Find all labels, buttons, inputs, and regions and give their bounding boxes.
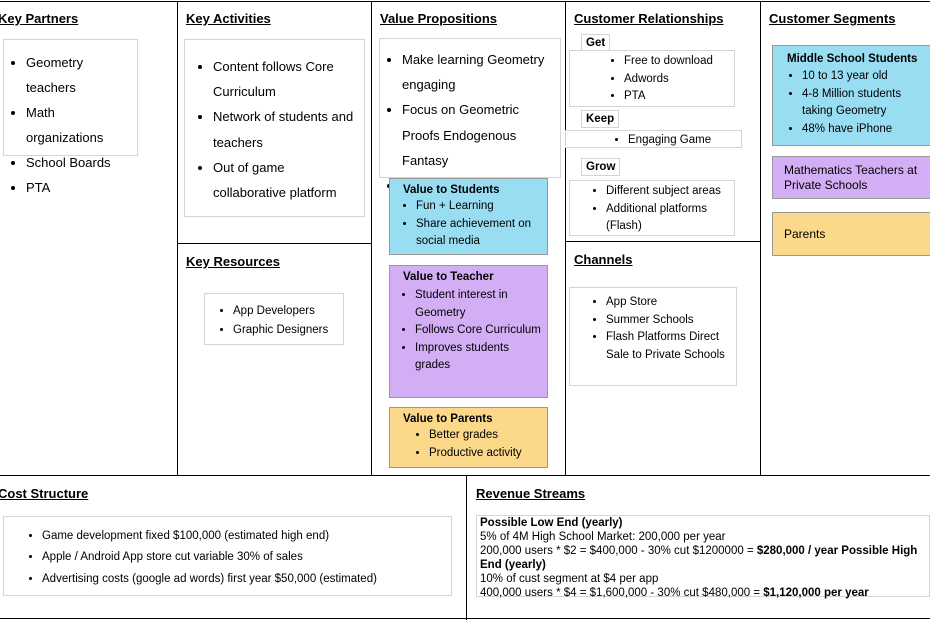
cost-structure-title: Cost Structure — [0, 486, 89, 501]
grid-line-v3 — [565, 1, 566, 476]
list-item: Free to download — [624, 53, 732, 71]
math-teachers-label: Mathematics Teachers at Private Schools — [784, 163, 918, 192]
list-item: Math organizations — [26, 100, 133, 150]
customer-relationships-title: Customer Relationships — [574, 11, 724, 26]
keep-box: Engaging Game — [565, 130, 742, 148]
revenue-streams-box: Possible Low End (yearly) 5% of 4M High … — [476, 515, 930, 600]
high-end-line2: 400,000 users * $4 = $1,600,000 - 30% cu… — [480, 586, 927, 600]
list-item: Graphic Designers — [233, 321, 339, 340]
value-propositions-box: Make learning Geometry engaging Focus on… — [379, 38, 561, 193]
low-end-line1: 5% of 4M High School Market: 200,000 per… — [480, 531, 726, 543]
list-item: Apple / Android App store cut variable 3… — [42, 547, 447, 568]
list-item: App Store — [606, 294, 732, 312]
high-end-title: Possible High End (yearly) — [480, 545, 918, 571]
list-item: PTA — [624, 88, 732, 106]
key-activities-title: Key Activities — [186, 11, 271, 26]
grid-line-bottom-split — [466, 475, 467, 620]
list-item: Adwords — [624, 71, 732, 89]
key-resources-box: App Developers Graphic Designers — [204, 293, 344, 345]
list-item: Game development fixed $100,000 (estimat… — [42, 526, 447, 547]
list-item: Student interest in Geometry — [415, 287, 543, 322]
list-item: Different subject areas — [606, 183, 732, 201]
high-end-calc: 400,000 users * $4 = $1,600,000 - 30% cu… — [480, 587, 764, 599]
low-end-calc: 200,000 users * $2 = $400,000 - 30% cut … — [480, 545, 757, 557]
list-item: Network of students and teachers — [213, 104, 360, 154]
value-propositions-title: Value Propositions — [380, 11, 498, 26]
middle-school-students-title: Middle School Students — [787, 53, 918, 65]
grid-line-bottom — [0, 618, 930, 619]
high-end-result: $1,120,000 per year — [763, 587, 869, 599]
list-item: School Boards — [26, 150, 133, 175]
grid-line-activities-split — [177, 243, 371, 244]
parents-segment-box: Parents — [772, 212, 930, 256]
grow-label: Grow — [581, 158, 621, 176]
value-to-parents-title: Value to Parents — [403, 413, 493, 425]
list-item: Follows Core Curriculum — [415, 322, 543, 340]
high-end-line1: 10% of cust segment at $4 per app — [480, 573, 659, 585]
list-item: Better grades — [429, 427, 543, 445]
list-item: Advertising costs (google ad words) firs… — [42, 569, 447, 590]
low-end-line2: 200,000 users * $2 = $400,000 - 30% cut … — [480, 544, 927, 572]
list-item: Geometry teachers — [26, 50, 133, 100]
keep-label: Keep — [581, 110, 620, 128]
key-partners-title: Key Partners — [0, 11, 79, 26]
list-item: Make learning Geometry engaging — [402, 47, 558, 97]
list-item: Productive activity — [429, 445, 543, 463]
low-end-result: $280,000 / year — [756, 545, 839, 557]
list-item: Additional platforms (Flash) — [606, 201, 732, 236]
value-to-parents-box: Value to Parents Better grades Productiv… — [389, 407, 548, 468]
list-item: 10 to 13 year old — [802, 68, 927, 86]
grid-line-v1 — [177, 1, 178, 476]
list-item: Flash Platforms Direct Sale to Private S… — [606, 329, 732, 364]
key-partners-box: Geometry teachers Math organizations Sch… — [3, 39, 138, 195]
list-item: 4-8 Million students taking Geometry — [802, 86, 927, 121]
grow-box: Different subject areas Additional platf… — [569, 180, 735, 236]
list-item: Engaging Game — [628, 132, 739, 148]
list-item: PTA — [26, 175, 133, 200]
list-item: App Developers — [233, 302, 339, 321]
channels-box: App Store Summer Schools Flash Platforms… — [569, 287, 737, 386]
get-box: Free to download Adwords PTA — [569, 50, 735, 107]
grid-line-v4 — [760, 1, 761, 476]
list-item: Out of game collaborative platform — [213, 155, 360, 205]
cost-structure-box: Game development fixed $100,000 (estimat… — [3, 516, 452, 596]
grid-line-relationships-split — [565, 241, 760, 242]
grid-line-v2 — [371, 1, 372, 476]
list-item: Content follows Core Curriculum — [213, 54, 360, 104]
list-item: Fun + Learning — [416, 198, 543, 216]
list-item: Improves students grades — [415, 340, 543, 375]
grid-line-top — [0, 1, 930, 2]
value-to-teacher-title: Value to Teacher — [403, 271, 494, 283]
revenue-streams-title: Revenue Streams — [476, 486, 586, 501]
value-to-students-box: Value to Students Fun + Learning Share a… — [389, 178, 548, 255]
value-to-teacher-box: Value to Teacher Student interest in Geo… — [389, 265, 548, 398]
value-to-students-title: Value to Students — [403, 184, 500, 196]
key-activities-box: Content follows Core Curriculum Network … — [184, 39, 365, 217]
low-end-title: Possible Low End (yearly) — [480, 517, 623, 529]
customer-segments-title: Customer Segments — [769, 11, 896, 26]
middle-school-students-box: Middle School Students 10 to 13 year old… — [772, 45, 930, 146]
parents-segment-label: Parents — [784, 227, 826, 241]
list-item: 48% have iPhone — [802, 121, 927, 139]
key-resources-title: Key Resources — [186, 254, 280, 269]
channels-title: Channels — [574, 252, 633, 267]
math-teachers-box: Mathematics Teachers at Private Schools — [772, 156, 930, 199]
list-item: Share achievement on social media — [416, 216, 543, 251]
list-item: Focus on Geometric Proofs Endogenous Fan… — [402, 97, 558, 173]
list-item: Summer Schools — [606, 312, 732, 330]
grid-line-middle — [0, 475, 930, 476]
